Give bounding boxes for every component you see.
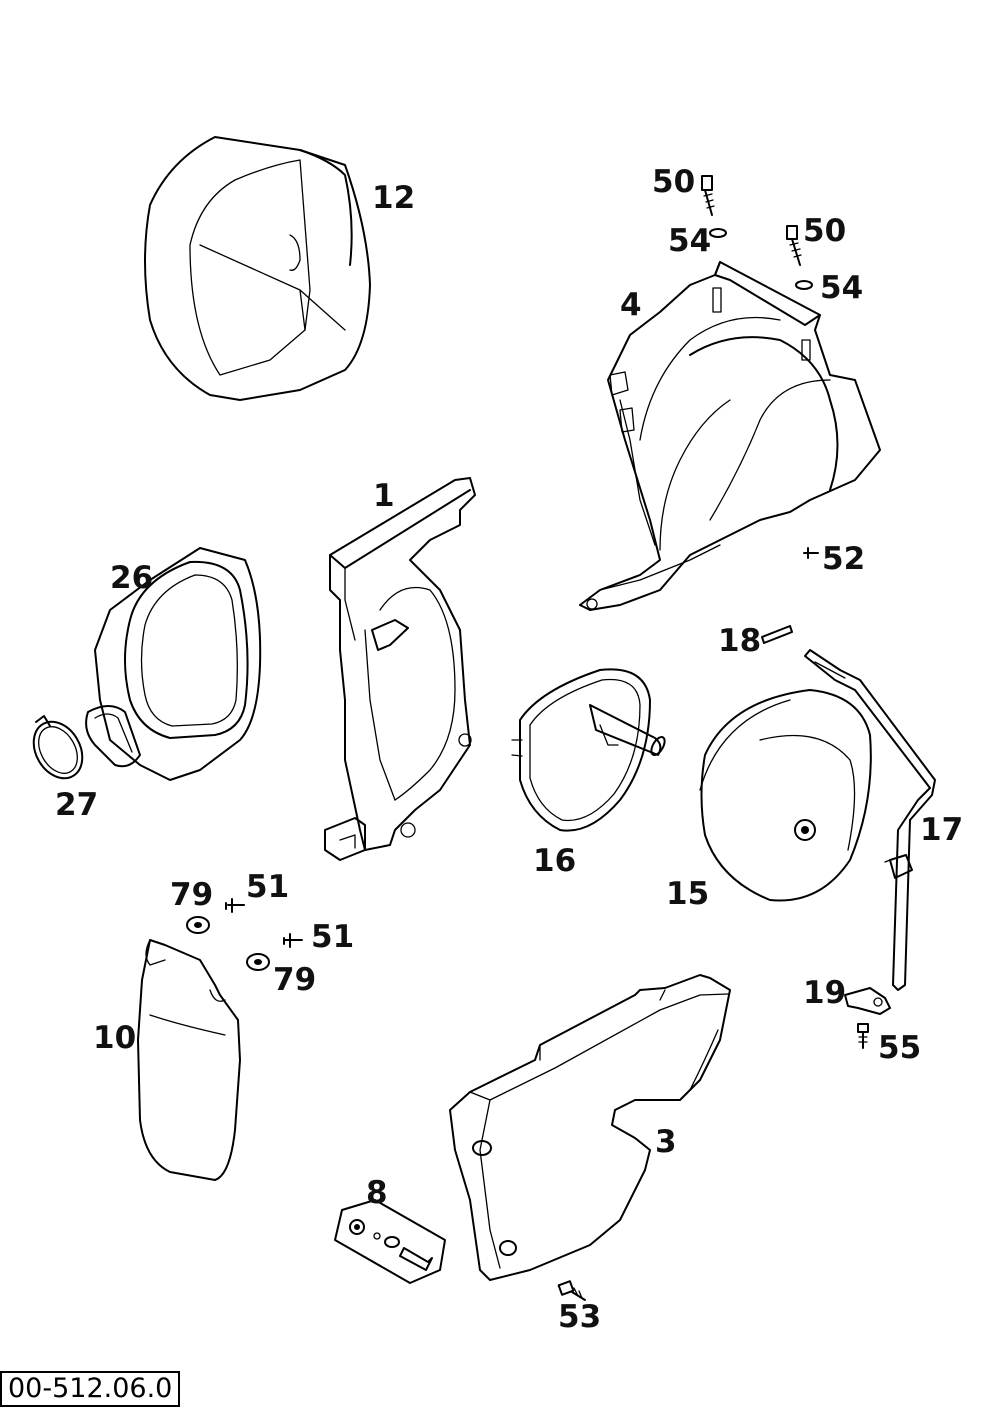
- label-79-b: 79: [273, 962, 316, 998]
- label-50-b: 50: [803, 213, 846, 249]
- part-19-holder: [844, 987, 891, 1015]
- label-12: 12: [372, 180, 415, 216]
- label-79-a: 79: [170, 877, 213, 913]
- label-4: 4: [620, 287, 642, 323]
- part-18-pin: [761, 625, 793, 644]
- label-51-b: 51: [311, 919, 354, 955]
- part-1-airbox-bracket: [324, 477, 476, 861]
- label-26: 26: [110, 560, 153, 596]
- screw-55: [857, 1023, 869, 1049]
- label-53: 53: [558, 1299, 601, 1335]
- grommet-79-b: [246, 953, 270, 971]
- label-52: 52: [822, 541, 865, 577]
- label-55: 55: [878, 1030, 921, 1066]
- screw-50-a: [701, 175, 715, 216]
- label-54-a: 54: [668, 223, 711, 259]
- label-1: 1: [373, 478, 395, 514]
- part-10-number-plate-left: [137, 939, 241, 1181]
- label-3: 3: [655, 1124, 677, 1160]
- screw-53: [557, 1280, 586, 1301]
- screw-52: [803, 547, 819, 559]
- label-10: 10: [93, 1020, 136, 1056]
- label-15: 15: [666, 876, 709, 912]
- label-16: 16: [533, 843, 576, 879]
- part-8-fastener-kit: [334, 1199, 446, 1284]
- label-51-a: 51: [246, 869, 289, 905]
- part-27-hose-clamp: [32, 715, 84, 780]
- label-18: 18: [718, 623, 761, 659]
- label-27: 27: [55, 787, 98, 823]
- part-3-side-cover: [449, 974, 731, 1281]
- label-50-a: 50: [652, 164, 695, 200]
- part-15-air-filter: [699, 689, 872, 902]
- part-12-airbox-lid: [144, 136, 371, 401]
- label-17: 17: [920, 812, 963, 848]
- screw-51-a: [225, 898, 245, 913]
- diagram-reference-code: 00-512.06.0: [0, 1371, 181, 1407]
- part-16-filter-support: [511, 668, 666, 832]
- part-26-intake-boot: [85, 547, 262, 781]
- label-8: 8: [366, 1175, 388, 1211]
- grommet-79-a: [186, 916, 210, 934]
- washer-54-a: [709, 228, 727, 238]
- part-17-filter-holder-wire: [804, 649, 936, 991]
- screw-50-b: [786, 225, 802, 266]
- screw-51-b: [283, 933, 303, 948]
- label-54-b: 54: [820, 270, 863, 306]
- label-19: 19: [803, 975, 846, 1011]
- part-4-airbox-shell: [579, 261, 881, 611]
- washer-54-b: [795, 280, 813, 290]
